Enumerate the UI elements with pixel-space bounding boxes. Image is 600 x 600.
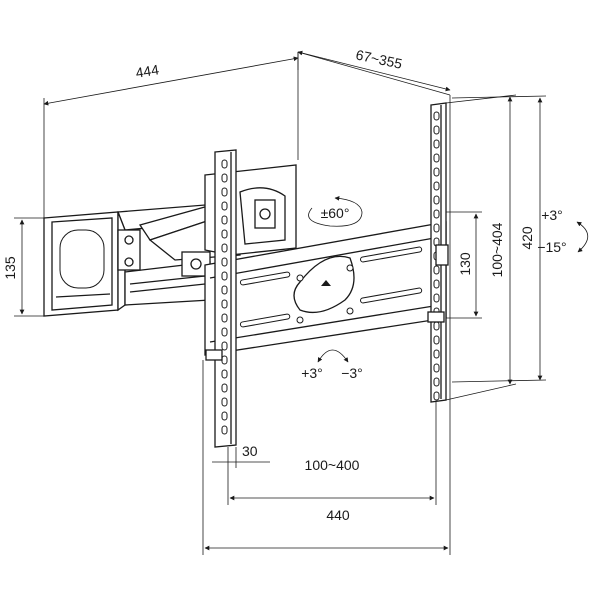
dim-horizontal-holes: 100~400 <box>227 402 437 505</box>
dim-mount-height: 420 <box>451 95 547 383</box>
wall-plate <box>43 211 119 317</box>
rail-hole <box>221 215 228 225</box>
roll-indicator: +3° −3° <box>301 349 363 381</box>
rail-hole <box>221 369 228 379</box>
dim-vertical-slot: 130 <box>446 211 482 319</box>
rail-hole <box>433 279 440 289</box>
label-100-400: 100~400 <box>305 457 360 473</box>
rail-hole <box>433 391 440 401</box>
rail-hole <box>433 181 440 191</box>
label-440: 440 <box>326 507 350 523</box>
rail-hole <box>221 285 228 295</box>
label-tilt-up: +3° <box>541 207 563 223</box>
rail-hole <box>221 299 228 309</box>
rail-hole <box>221 201 228 211</box>
label-roll-minus: −3° <box>341 365 363 381</box>
rail-hole <box>433 265 440 275</box>
rail-hole <box>433 293 440 303</box>
rail-hole <box>221 173 228 183</box>
dim-wall-plate-height: 135 <box>2 217 44 317</box>
label-roll-plus: +3° <box>301 365 323 381</box>
rail-hole <box>433 335 440 345</box>
rail-hole <box>433 349 440 359</box>
rail-hole <box>221 411 228 421</box>
rail-hole <box>433 167 440 177</box>
rail-hole <box>221 425 228 435</box>
rail-hole <box>433 195 440 205</box>
rail-hole <box>221 397 228 407</box>
dim-rail-spacing: 30 <box>212 443 270 468</box>
dim-overall-width: 440 <box>202 360 451 555</box>
rail-hole <box>433 363 440 373</box>
rail-hole <box>433 153 440 163</box>
left-vertical-rail <box>205 149 237 448</box>
rail-hole <box>221 327 228 337</box>
rail-hole <box>221 313 228 323</box>
rail-hole <box>221 229 228 239</box>
label-420: 420 <box>519 226 535 250</box>
rail-hole <box>433 223 440 233</box>
horizontal-rail <box>204 221 447 356</box>
label-tilt-down: −15° <box>537 239 566 255</box>
label-444: 444 <box>134 61 160 80</box>
label-swivel: ±60° <box>321 205 350 221</box>
rail-hole <box>221 257 228 267</box>
rail-hole <box>433 377 440 387</box>
rail-hole <box>221 243 228 253</box>
label-130: 130 <box>457 252 473 276</box>
swivel-indicator: ±60° <box>308 195 363 227</box>
dim-arm-extension: 67~355 <box>297 46 451 92</box>
label-30: 30 <box>242 443 258 459</box>
label-135: 135 <box>2 256 18 280</box>
tilt-indicator: +3° −15° <box>537 207 589 255</box>
rail-hole <box>433 321 440 331</box>
rail-hole <box>221 159 228 169</box>
rail-hole <box>221 271 228 281</box>
rail-hole <box>433 111 440 121</box>
label-100-404: 100~404 <box>489 222 505 277</box>
rail-hole <box>221 355 228 365</box>
rail-hole <box>433 125 440 135</box>
rail-hole <box>433 209 440 219</box>
dim-vertical-holes: 100~404 <box>445 94 517 401</box>
right-vertical-rail <box>427 102 449 403</box>
rail-hole <box>433 139 440 149</box>
rail-hole <box>221 187 228 197</box>
rail-hole <box>221 341 228 351</box>
rail-hole <box>221 383 228 393</box>
